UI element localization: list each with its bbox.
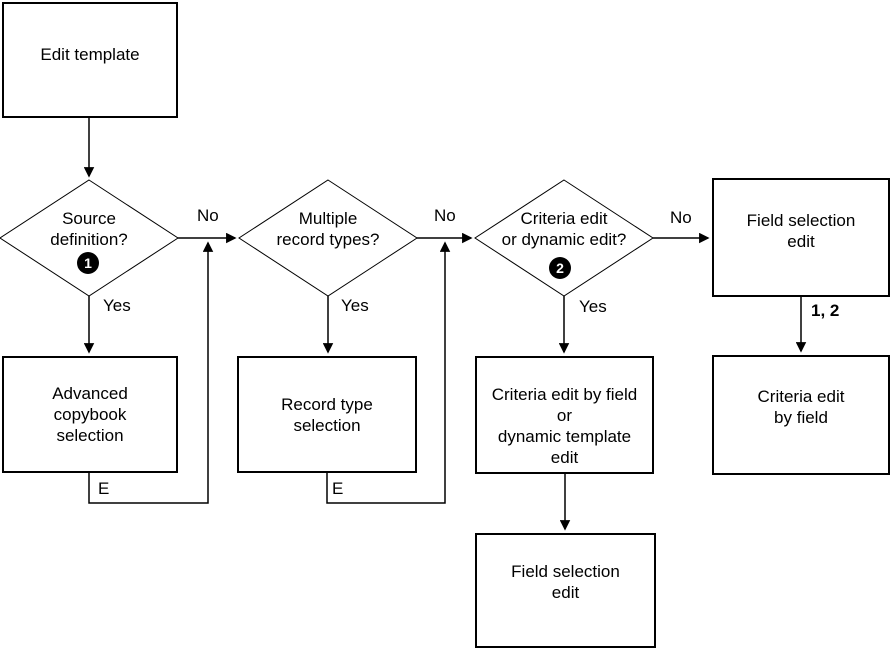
box-label: Criteria edit by field (757, 387, 845, 427)
badge-2: 2 (549, 257, 571, 279)
decision-label-multiple-record-types: Multiple record types? (276, 209, 380, 249)
edge-label-no-1: No (197, 206, 219, 225)
box-advanced-copybook-selection: Advanced copybook selection (2, 356, 178, 473)
edge-e-advanced-copybook-loop (88, 241, 214, 504)
box-label: Record type selection (281, 394, 373, 435)
edge-label-yes-1: Yes (103, 296, 131, 315)
box-field-selection-edit-top: Field selection edit (712, 178, 890, 297)
box-record-type-selection: Record type selection (237, 356, 417, 473)
edge-label-e-1: E (98, 479, 110, 498)
edge-label-1-2: 1, 2 (811, 301, 840, 320)
box-label: Edit template (40, 44, 140, 64)
decision-label-criteria-or-dynamic-edit: Criteria edit or dynamic edit? (501, 209, 627, 249)
box-label: Criteria edit by field or dynamic templa… (491, 385, 638, 467)
edge-label-yes-3: Yes (579, 297, 607, 316)
edge-label-no-2: No (434, 206, 456, 225)
box-label: Field selection edit (511, 561, 620, 602)
edge-e-record-type-loop (326, 241, 451, 504)
box-label: Field selection edit (746, 210, 856, 251)
box-field-selection-edit-bottom: Field selection edit (475, 533, 656, 648)
edge-label-e-2: E (332, 479, 344, 498)
box-label: Advanced copybook selection (52, 384, 128, 445)
box-criteria-edit-by-field: Criteria edit by field (712, 355, 890, 475)
edge-label-no-3: No (670, 208, 692, 227)
edge-label-yes-2: Yes (341, 296, 369, 315)
box-criteria-edit-or-dynamic-template-edit: Criteria edit by field or dynamic templa… (475, 356, 654, 474)
badge-1: 1 (77, 252, 99, 274)
decision-label-source-definition: Source definition? (50, 209, 128, 249)
box-edit-template: Edit template (2, 2, 178, 118)
